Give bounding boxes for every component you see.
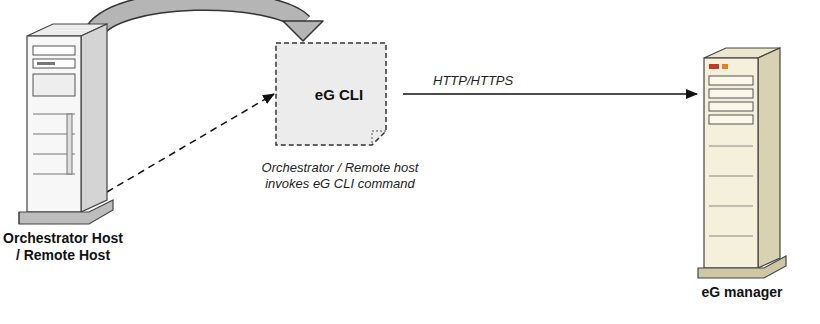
server-label: eG manager: [688, 284, 796, 301]
server-illustration: [694, 36, 790, 284]
protocol-label: HTTP/HTTPS: [431, 73, 515, 88]
server-illustration: [7, 4, 119, 230]
connector-arrow: [107, 94, 274, 192]
cli-label: eG CLI: [275, 86, 403, 103]
server-label: Orchestrator Host / Remote Host: [3, 230, 123, 264]
cli-box: eG CLI: [275, 42, 403, 146]
connector-arrow: [403, 94, 697, 95]
invoke-arrow: [93, 1, 323, 41]
note-text: Orchestrator / Remote host invokes eG CL…: [240, 160, 440, 192]
manager-server: eG manager: [688, 36, 796, 301]
orchestrator-host: Orchestrator Host / Remote Host: [3, 4, 123, 264]
